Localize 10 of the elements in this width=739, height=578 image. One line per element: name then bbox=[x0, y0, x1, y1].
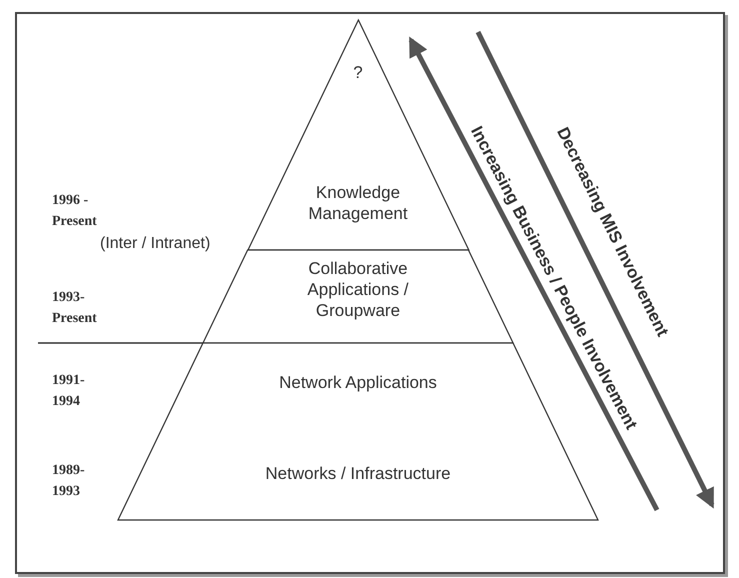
year-range: 1991- 1994 bbox=[52, 372, 86, 411]
year-range: 1993- Present bbox=[52, 289, 98, 328]
layer-label: Knowledge Management bbox=[307, 182, 409, 224]
layer-label: Network Applications bbox=[278, 372, 438, 393]
layer-label: Collaborative Applications / Groupware bbox=[306, 258, 410, 321]
year-range: 1989- 1993 bbox=[52, 462, 86, 501]
year-range: 1996 - Present bbox=[52, 192, 98, 231]
annotation: (Inter / Intranet) bbox=[100, 234, 210, 254]
layer-label: Networks / Infrastructure bbox=[264, 463, 452, 484]
question-mark: ? bbox=[352, 62, 364, 83]
